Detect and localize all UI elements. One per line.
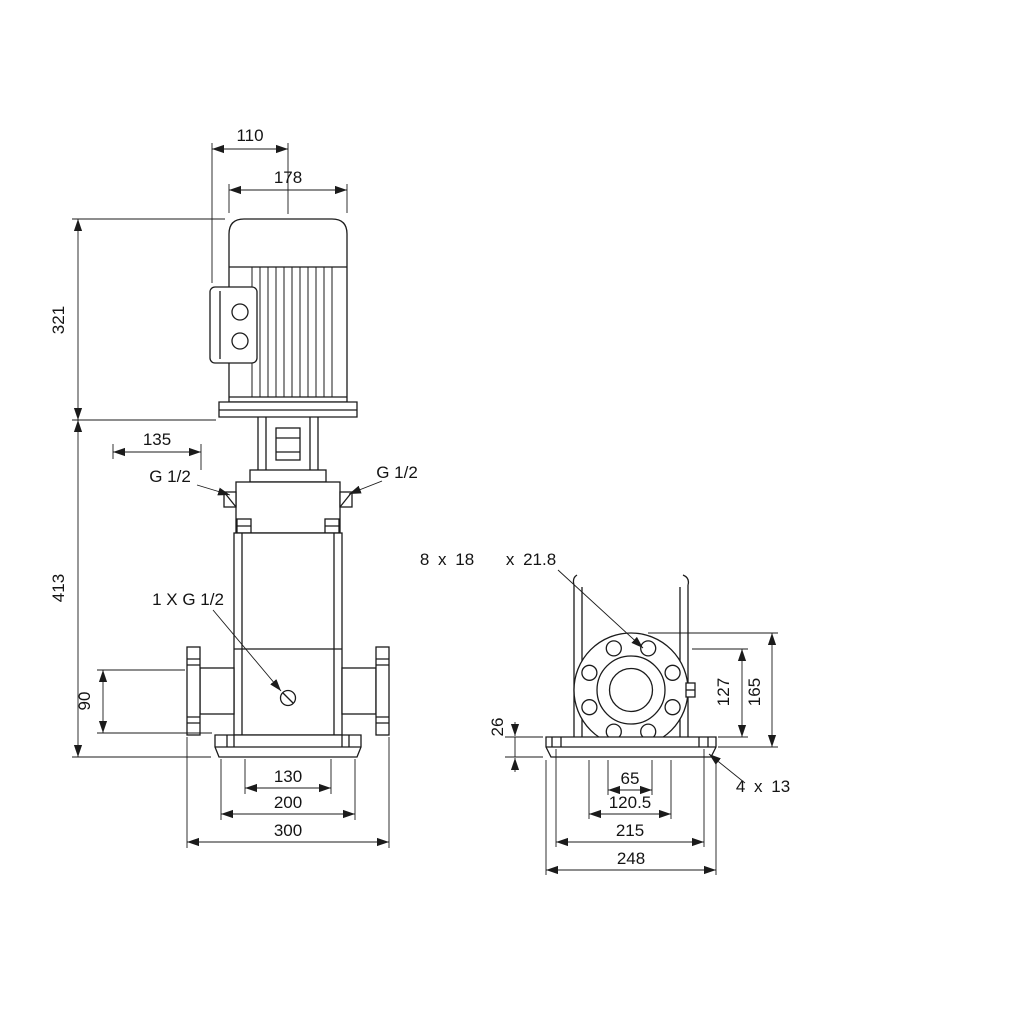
dim-321: 321 xyxy=(49,218,225,421)
dim-135-label: 135 xyxy=(143,430,171,449)
dim-248-label: 248 xyxy=(617,849,645,868)
dim-90-label: 90 xyxy=(75,692,94,711)
dim-120-5-label: 120.5 xyxy=(609,793,652,812)
terminal-box xyxy=(209,286,258,364)
cable-entry-top xyxy=(231,303,249,321)
dim-65-label: 65 xyxy=(621,769,640,788)
dim-90: 90 xyxy=(75,669,212,734)
flange-bore xyxy=(608,667,654,713)
callout-port-left: G 1/2 xyxy=(149,467,231,496)
dim-300-label: 300 xyxy=(274,821,302,840)
dim-215-label: 215 xyxy=(616,821,644,840)
dim-178: 178 xyxy=(228,168,348,213)
callout-port-right: G 1/2 xyxy=(348,463,418,495)
motor-housing xyxy=(228,218,348,403)
dim-413-label: 413 xyxy=(49,574,68,602)
dim-26-label: 26 xyxy=(488,718,507,737)
front-dimensions: 110 178 321 413 135 G 1/2 xyxy=(49,126,418,848)
cable-entry-bottom xyxy=(231,332,249,350)
coupling-lantern xyxy=(257,417,319,470)
dim-248: 248 xyxy=(545,760,717,875)
dim-413: 413 xyxy=(49,420,211,758)
dim-130-label: 130 xyxy=(274,767,302,786)
dim-165: 165 xyxy=(648,632,778,748)
base-plate-side xyxy=(545,736,717,758)
bolt-hole xyxy=(640,640,657,657)
drain-plug xyxy=(279,689,297,707)
pump-column xyxy=(572,574,690,737)
dim-200: 200 xyxy=(220,759,356,820)
dim-178-label: 178 xyxy=(274,168,302,187)
pump-head xyxy=(223,469,353,534)
bolt-hole xyxy=(605,640,622,657)
dim-110-label: 110 xyxy=(236,126,263,145)
base-holes-label: 4 x 13 xyxy=(736,777,790,796)
discharge-flange xyxy=(375,646,390,736)
shaft-coupling xyxy=(275,427,301,461)
front-view xyxy=(186,218,390,758)
bolt-hole xyxy=(581,664,598,681)
callout-base-holes: 4 x 13 xyxy=(708,753,790,796)
port-right-label: G 1/2 xyxy=(376,463,418,482)
motor-flange xyxy=(218,401,358,418)
motor xyxy=(209,218,348,403)
pipe-flanges xyxy=(186,646,390,736)
dim-26: 26 xyxy=(488,718,543,772)
base-plate-front xyxy=(214,734,362,758)
dim-120-5: 120.5 xyxy=(588,760,672,819)
flange-holes-dia-label: x 21.8 xyxy=(506,550,556,569)
bolt-hole xyxy=(581,699,598,716)
bolt-hole xyxy=(664,664,681,681)
dim-127: 127 xyxy=(692,648,748,738)
dim-65: 65 xyxy=(607,760,653,795)
suction-flange xyxy=(186,646,201,736)
callout-drain: 1 X G 1/2 xyxy=(152,590,282,692)
dim-321-label: 321 xyxy=(49,306,68,334)
port-flange xyxy=(573,632,696,748)
dim-130: 130 xyxy=(244,759,332,794)
dim-215: 215 xyxy=(555,749,705,847)
side-view xyxy=(545,574,717,758)
dim-165-label: 165 xyxy=(745,678,764,706)
dim-110: 110 xyxy=(211,126,289,283)
flange-holes-label: 8 x 18 xyxy=(420,550,474,569)
port-left-label: G 1/2 xyxy=(149,467,191,486)
dim-135: 135 xyxy=(112,430,202,470)
callout-flange-holes: 8 x 18 x 21.8 xyxy=(420,550,644,649)
dim-127-label: 127 xyxy=(714,678,733,706)
bolt-hole xyxy=(664,699,681,716)
drain-label: 1 X G 1/2 xyxy=(152,590,224,609)
dim-200-label: 200 xyxy=(274,793,302,812)
dim-300: 300 xyxy=(186,737,390,848)
side-dimensions: 8 x 18 x 21.8 26 127 165 4 x 13 xyxy=(420,550,790,875)
